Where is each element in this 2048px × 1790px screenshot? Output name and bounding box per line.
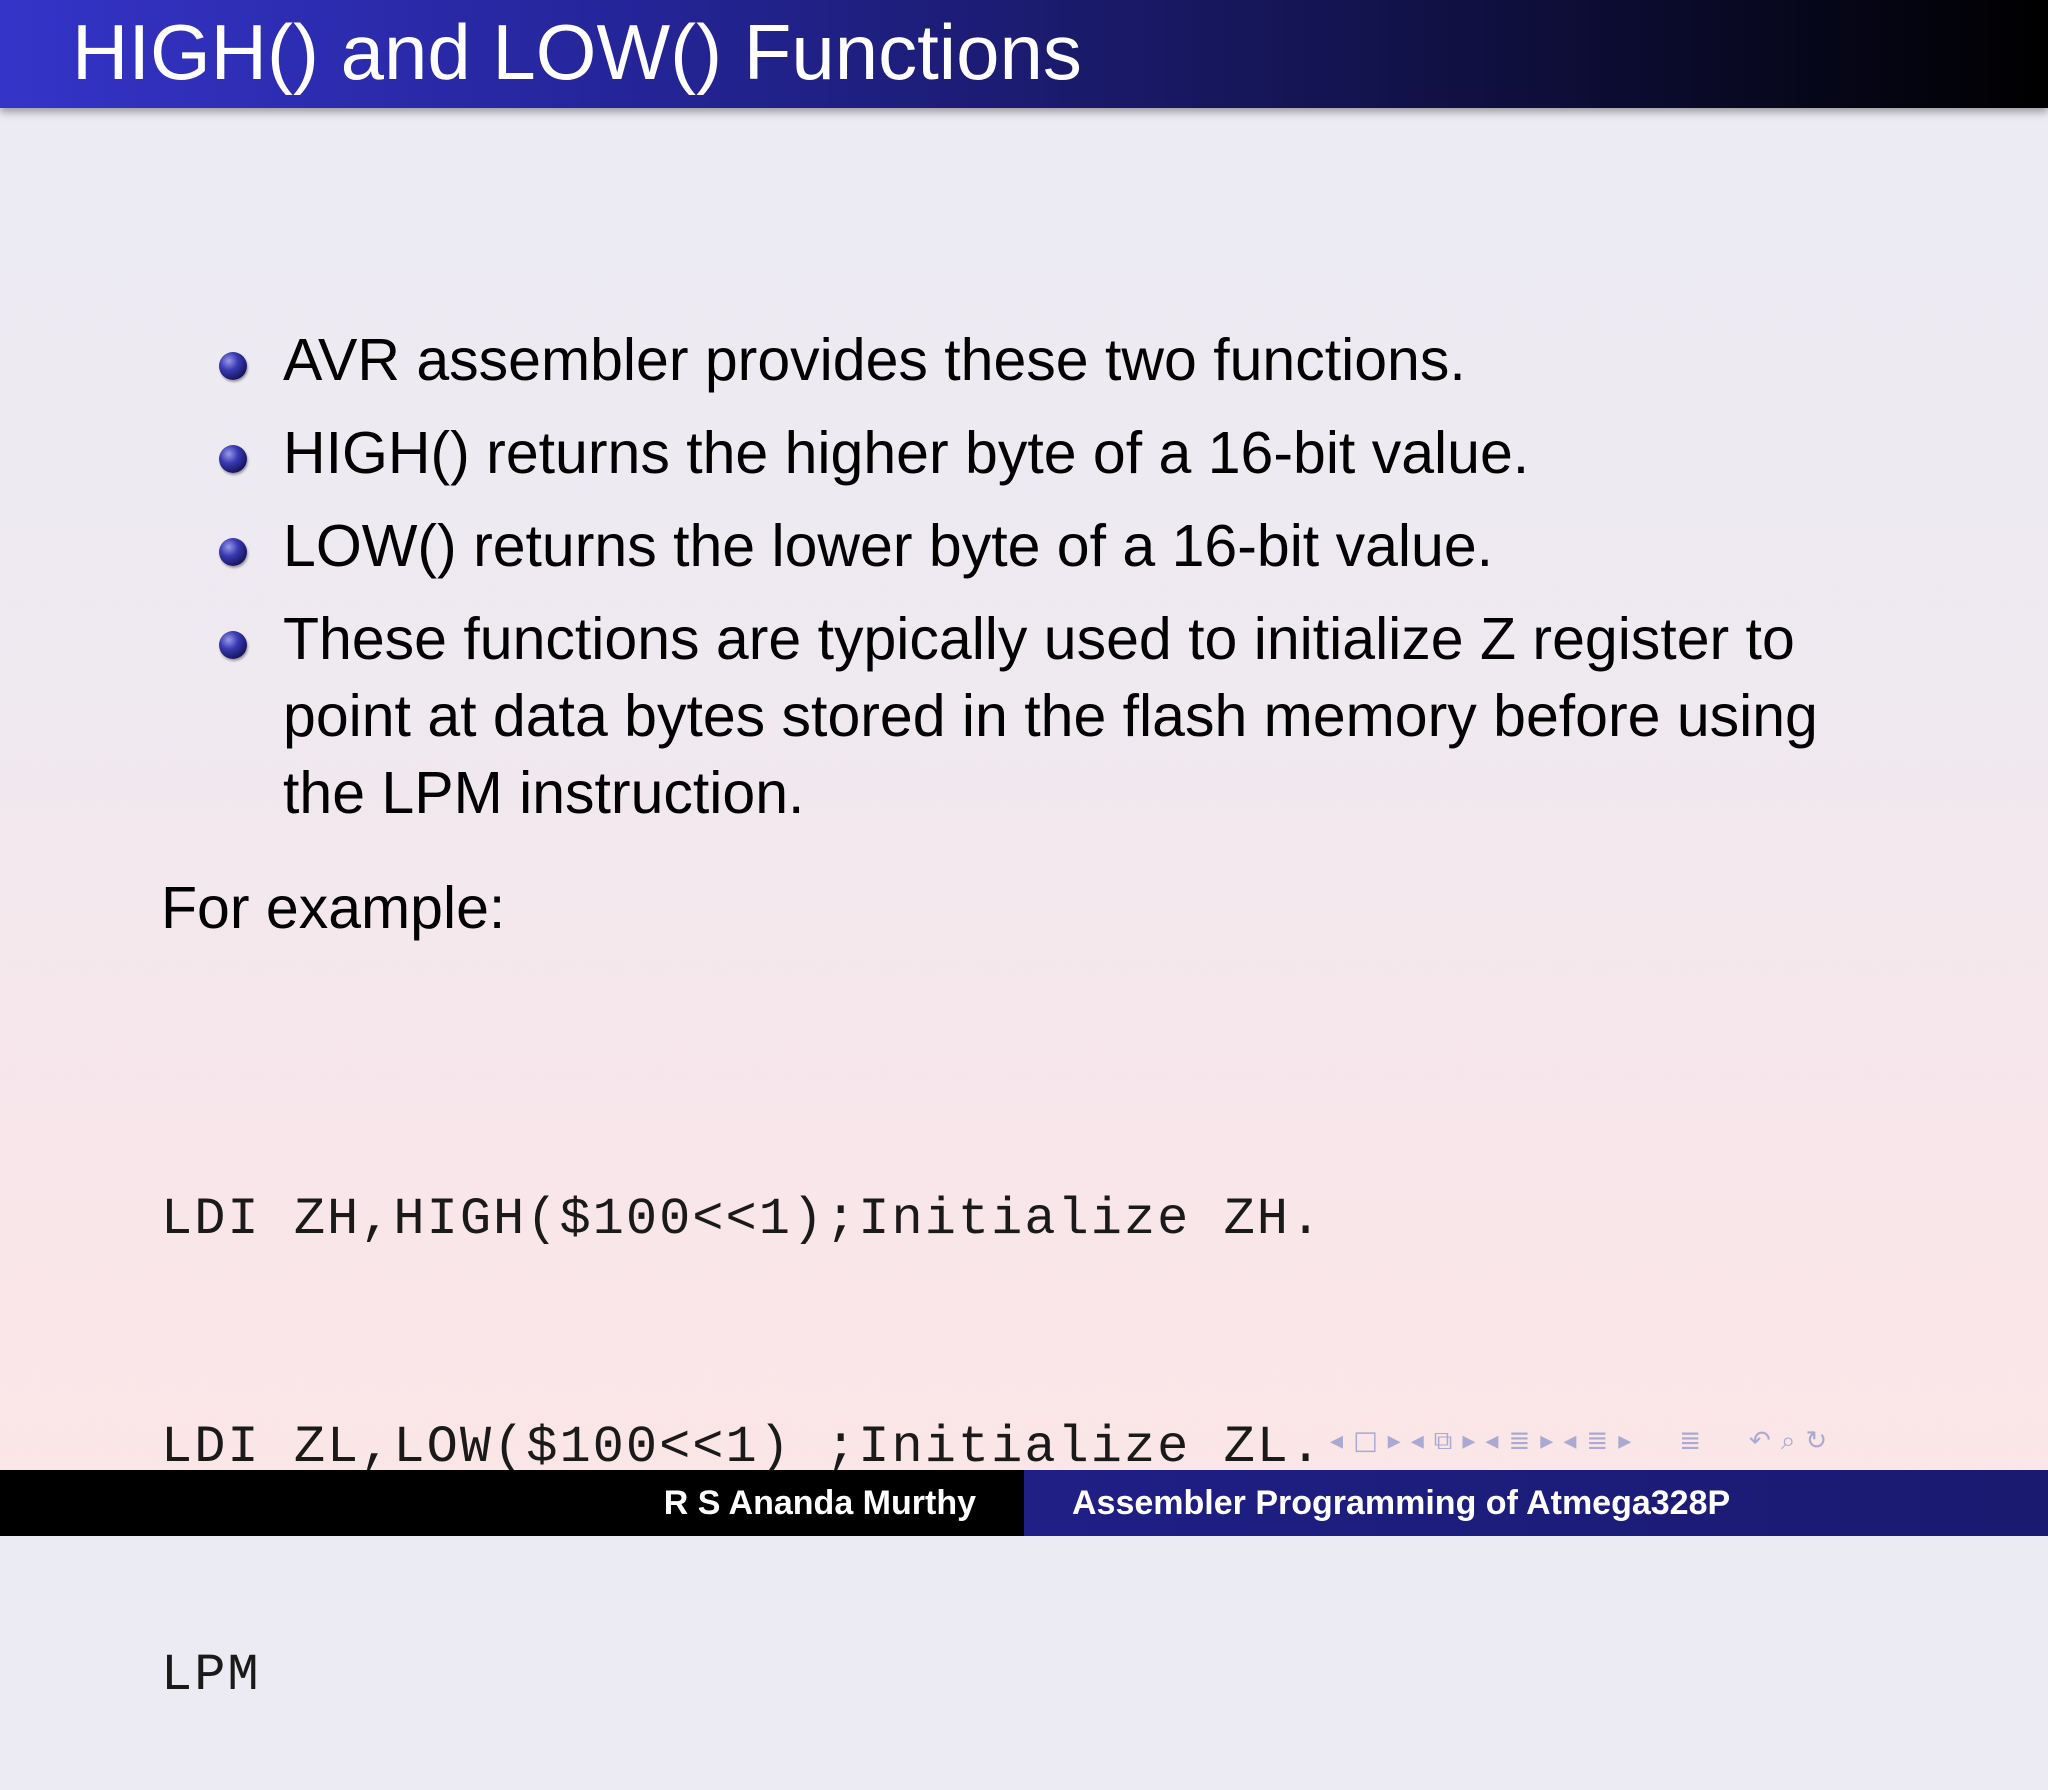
bullet-list: AVR assembler provides these two functio…: [215, 322, 1915, 848]
frame-prev-icon[interactable]: ◂: [1330, 1426, 1344, 1456]
example-label: For example:: [161, 875, 506, 941]
bullet-item: AVR assembler provides these two functio…: [215, 322, 1915, 399]
subsection-next-icon[interactable]: ▸: [1462, 1426, 1476, 1456]
bullet-text: HIGH() returns the higher byte of a 16-b…: [283, 420, 1530, 486]
footer-bar: R S Ananda Murthy Assembler Programming …: [0, 1470, 2048, 1536]
title-bar: HIGH() and LOW() Functions: [0, 0, 2048, 108]
section-prev-icon[interactable]: ◂: [1485, 1426, 1499, 1456]
bullet-item: LOW() returns the lower byte of a 16-bit…: [215, 508, 1915, 585]
section-icon[interactable]: ≣: [1508, 1426, 1531, 1456]
bullet-item: These functions are typically used to in…: [215, 601, 1915, 832]
undo-icon[interactable]: ↶: [1749, 1426, 1771, 1456]
code-line: LPM: [161, 1646, 261, 1705]
bullet-text: AVR assembler provides these two functio…: [283, 327, 1466, 393]
document-icon[interactable]: ≣: [1679, 1426, 1702, 1456]
footer-talk-title: Assembler Programming of Atmega328P: [1024, 1470, 2048, 1536]
section-prev2-icon[interactable]: ◂: [1563, 1426, 1577, 1456]
bullet-text: LOW() returns the lower byte of a 16-bit…: [283, 513, 1494, 579]
bullet-ball-icon: [219, 352, 247, 380]
code-block: LDI ZH,HIGH($100<<1);Initialize ZH. LDI …: [161, 1030, 1323, 1790]
frame-next-icon[interactable]: ▸: [1387, 1426, 1401, 1456]
bullet-ball-icon: [219, 538, 247, 566]
back-forward-icon[interactable]: ↻: [1805, 1426, 1828, 1456]
frame-icon[interactable]: □: [1353, 1426, 1378, 1456]
bullet-text: These functions are typically used to in…: [283, 606, 1818, 826]
search-icon[interactable]: ⌕: [1780, 1425, 1796, 1456]
code-line: LDI ZL,LOW($100<<1) ;Initialize ZL.: [161, 1418, 1324, 1477]
section-next2-icon[interactable]: ▸: [1618, 1426, 1632, 1456]
bullet-ball-icon: [219, 445, 247, 473]
slide-title: HIGH() and LOW() Functions: [72, 8, 1082, 96]
beamer-navigation-bar: ◂ □ ▸ ◂ ⧉ ▸ ◂ ≣ ▸ ◂ ≣ ▸ ≣ ↶ ⌕ ↻: [1330, 1424, 1827, 1458]
section-icon-2[interactable]: ≣: [1586, 1426, 1609, 1456]
section-next-icon[interactable]: ▸: [1540, 1426, 1554, 1456]
subsection-prev-icon[interactable]: ◂: [1410, 1426, 1424, 1456]
footer-author: R S Ananda Murthy: [0, 1470, 1024, 1536]
bullet-item: HIGH() returns the higher byte of a 16-b…: [215, 415, 1915, 492]
subsection-icon[interactable]: ⧉: [1433, 1425, 1453, 1456]
code-line: LDI ZH,HIGH($100<<1);Initialize ZH.: [161, 1190, 1324, 1249]
bullet-ball-icon: [219, 631, 247, 659]
